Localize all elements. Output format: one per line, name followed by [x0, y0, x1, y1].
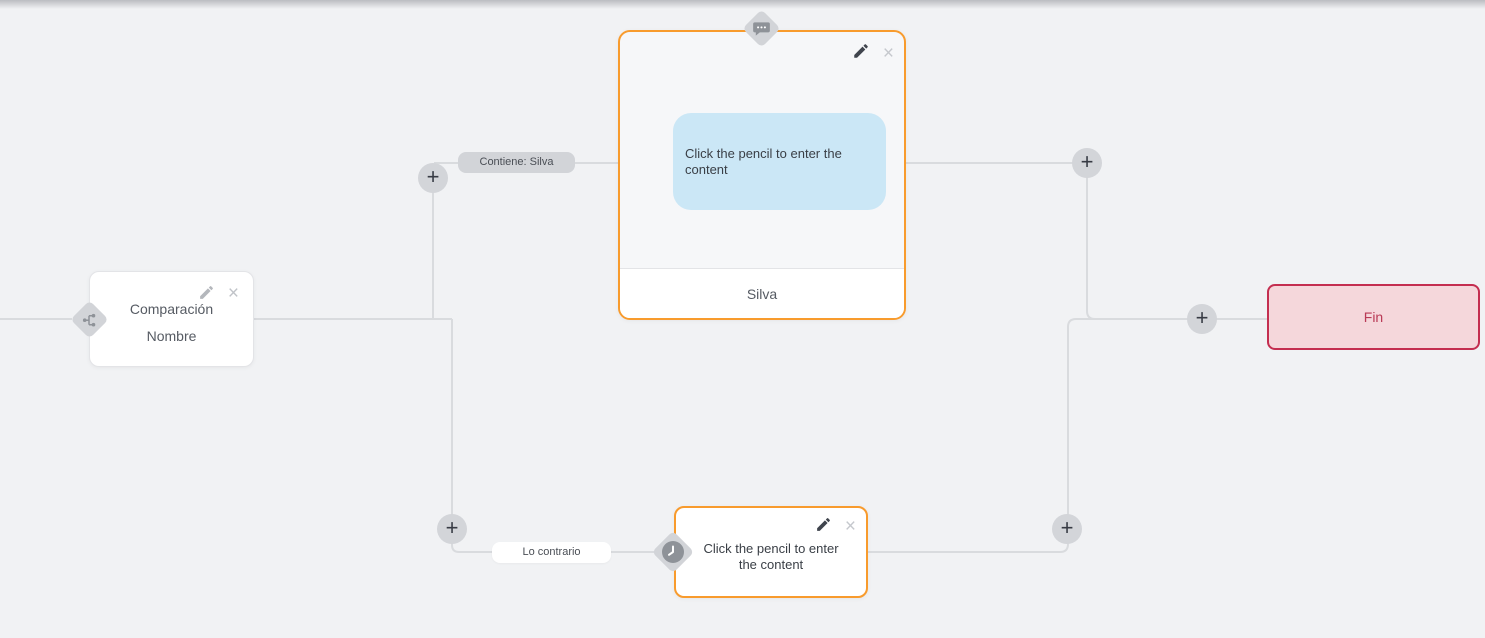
add-node-button-top-branch[interactable]: + — [418, 163, 448, 193]
message-bubble-text: Click the pencil to enter the content — [685, 145, 842, 177]
clock-icon — [662, 541, 684, 563]
close-icon[interactable]: × — [882, 42, 894, 64]
close-icon[interactable]: × — [844, 515, 856, 537]
edit-pencil-icon[interactable] — [815, 516, 832, 537]
chat-bubble-icon — [753, 22, 770, 36]
condition-node[interactable]: × Comparación Nombre — [89, 271, 254, 367]
add-node-button-bottom-branch[interactable]: + — [437, 514, 467, 544]
edge-delay-to-end — [868, 318, 1267, 553]
condition-node-title: Comparación — [129, 301, 214, 317]
edit-pencil-icon[interactable] — [852, 42, 870, 65]
message-output-footer: Silva — [620, 268, 904, 318]
close-icon[interactable]: × — [227, 283, 239, 304]
message-node[interactable]: × Click the pencil to enter the content … — [618, 30, 906, 320]
message-bubble: Click the pencil to enter the content — [673, 113, 886, 210]
delay-input-port-diamond[interactable] — [651, 530, 695, 574]
condition-port-diamond[interactable] — [70, 300, 109, 339]
add-node-button-after-message[interactable]: + — [1072, 148, 1102, 178]
end-node-label: Fin — [1363, 309, 1384, 325]
add-node-button-before-end[interactable]: + — [1187, 304, 1217, 334]
message-input-port-diamond[interactable] — [742, 9, 781, 48]
edge-branch-down — [451, 319, 658, 553]
delay-node-text: Click the pencil to enter the content — [703, 541, 839, 572]
branch-condition-icon — [82, 313, 96, 326]
delay-node[interactable]: × Click the pencil to enter the content — [674, 506, 868, 598]
message-output-label: Silva — [746, 285, 778, 302]
add-node-button-after-delay[interactable]: + — [1052, 514, 1082, 544]
edge-label-otherwise: Lo contrario — [492, 542, 611, 563]
edit-pencil-icon[interactable] — [198, 284, 215, 304]
condition-node-subtitle: Nombre — [146, 328, 197, 344]
end-node[interactable]: Fin — [1267, 284, 1480, 350]
edge-message-to-end — [906, 162, 1267, 320]
edge-label-contains: Contiene: Silva — [458, 152, 575, 173]
